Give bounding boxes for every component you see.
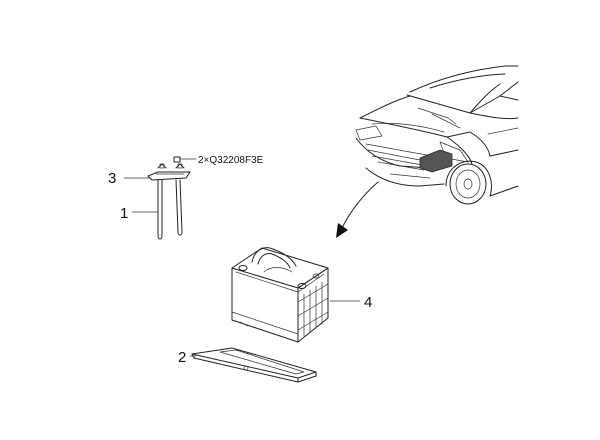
battery	[231, 247, 329, 343]
fastener-part-number: 2×Q32208F3E	[198, 155, 264, 166]
callout-3: 3	[108, 170, 116, 187]
leader-lines	[123, 177, 361, 357]
fastener-nut	[173, 156, 197, 163]
battery-tray	[191, 347, 317, 383]
vehicle-front-illustration	[336, 65, 519, 238]
battery-hold-down-rods	[157, 179, 183, 240]
battery-hold-down-bracket	[147, 163, 191, 181]
callout-2: 2	[178, 349, 186, 366]
callout-4: 4	[364, 294, 372, 311]
callout-1: 1	[120, 205, 128, 222]
